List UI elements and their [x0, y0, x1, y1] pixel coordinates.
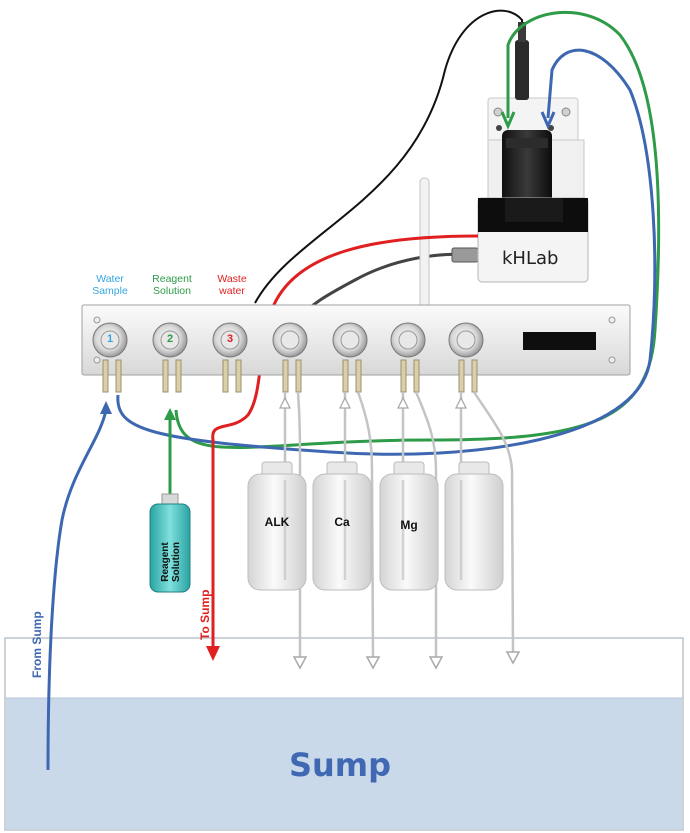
water-tube-to-sensor [116, 48, 657, 456]
bottle-alk [247, 461, 307, 591]
reagent-bottle-label: Reagent Solution [160, 542, 182, 582]
bottle-ca [312, 461, 372, 591]
reagent-solution-label: Reagent Solution [144, 273, 200, 297]
water-sample-label: Water Sample [84, 273, 136, 297]
bottle-mg [379, 461, 439, 591]
bottle-4 [444, 461, 504, 591]
bottle-label-alk: ALK [264, 515, 290, 529]
pump-number-1: 1 [106, 333, 114, 345]
pump-fittings [102, 359, 478, 393]
intake-arrowheads [278, 396, 468, 409]
reagent-intake-arrowhead [164, 408, 176, 420]
khlab-device [477, 22, 589, 283]
from-sump-label: From Sump [30, 611, 44, 678]
sensor-cable [254, 9, 523, 304]
water-sample-label-line1: Water [96, 273, 124, 285]
reagent-bottle-label-line2: Solution [171, 542, 182, 582]
pump-number-2: 2 [166, 333, 174, 345]
antenna [419, 177, 430, 309]
waste-water-label-line1: Waste [217, 273, 247, 285]
from-sump-arrowhead [100, 401, 112, 414]
pump-head-5 [332, 322, 368, 358]
to-sump-label: To Sump [198, 589, 212, 640]
sump-tank [4, 637, 684, 831]
reagent-sensor-arrow [500, 111, 516, 130]
panel-display [523, 332, 596, 350]
water-sensor-arrow [540, 111, 556, 130]
waste-water-label: Waste water [206, 273, 258, 297]
pump-head-2 [152, 322, 188, 358]
pump-head-3 [212, 322, 248, 358]
waste-water-label-line2: water [219, 285, 245, 297]
reagent-solution-label-line2: Solution [153, 285, 191, 297]
pump-head-7 [448, 322, 484, 358]
water-sample-label-line2: Sample [92, 285, 128, 297]
from-sump-tube [46, 409, 108, 771]
bottle-label-ca: Ca [334, 515, 350, 529]
bottle-label-mg: Mg [400, 518, 418, 532]
pump-heads [92, 322, 484, 358]
reagent-solution-label-line1: Reagent [152, 273, 192, 285]
dosing-arrowheads [292, 651, 521, 670]
device-name: kHLab [502, 248, 559, 269]
pump-number-3: 3 [226, 333, 234, 345]
reagent-bottle-label-line1: Reagent [160, 542, 171, 582]
sump-title: Sump [288, 746, 392, 784]
sump-water [6, 698, 682, 829]
to-sump-arrowhead [206, 646, 220, 661]
reagent-tube-to-sensor [174, 11, 661, 449]
reagent-bottle [149, 493, 191, 593]
pump-head-4 [272, 322, 308, 358]
pump-head-1 [92, 322, 128, 358]
pump-head-6 [390, 322, 426, 358]
cable-connector [451, 247, 479, 263]
